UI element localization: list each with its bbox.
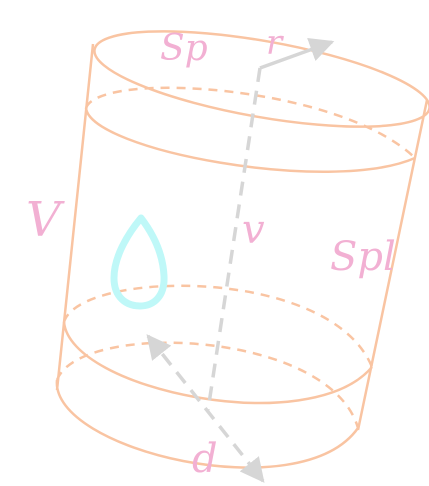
bottom-rim-back: [55, 341, 360, 429]
radius-arrow: [259, 37, 335, 70]
diameter-label: d: [192, 436, 218, 482]
water-drop-icon: [110, 214, 168, 310]
height-label: v: [242, 207, 265, 253]
top-area-label: Sp: [160, 28, 208, 69]
upper-level-front: [84, 107, 416, 173]
radius-label: r: [266, 23, 284, 63]
top-rim: [93, 30, 429, 128]
upper-level-back: [84, 86, 416, 159]
left-wall: [55, 43, 95, 391]
volume-label: V: [26, 192, 65, 248]
diameter-arrow: [146, 334, 265, 483]
lower-level-front: [62, 321, 373, 405]
lateral-area-label: Spl: [330, 234, 396, 280]
right-wall: [356, 99, 429, 431]
